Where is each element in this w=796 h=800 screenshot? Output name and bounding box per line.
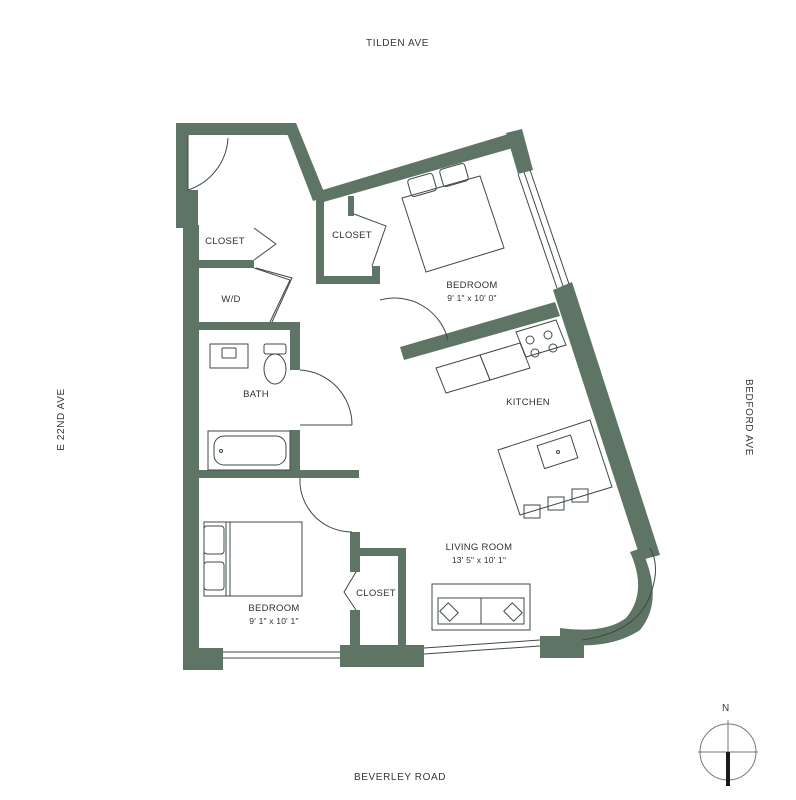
room-name: KITCHEN <box>506 397 550 408</box>
street-south-label: BEVERLEY ROAD <box>354 772 447 783</box>
room-label-wd: W/D <box>221 294 240 306</box>
room-dims: 9' 1" x 10' 0" <box>447 293 497 303</box>
compass <box>698 720 758 786</box>
doors <box>187 135 449 611</box>
room-label-bedroom1: BEDROOM 9' 1" x 10' 0" <box>446 280 497 304</box>
room-label-bath: BATH <box>243 389 269 401</box>
room-name: BATH <box>243 389 269 400</box>
street-east-label: BEDFORD AVE <box>743 379 754 456</box>
room-name: CLOSET <box>332 230 372 241</box>
room-dims: 9' 1" x 10' 1" <box>249 616 299 626</box>
room-dims: 13' 5" x 10' 1" <box>451 555 507 565</box>
room-name: LIVING ROOM <box>445 542 513 553</box>
room-name: BEDROOM <box>248 603 300 614</box>
room-name: CLOSET <box>205 236 245 247</box>
room-name: BEDROOM <box>446 280 498 291</box>
room-label-bedroom2: BEDROOM 9' 1" x 10' 1" <box>248 603 299 627</box>
street-north-label: TILDEN AVE <box>366 38 430 49</box>
windows <box>223 169 656 659</box>
street-west-label: E 22ND AVE <box>55 388 67 451</box>
room-label-kitchen: KITCHEN <box>506 397 550 409</box>
fixtures <box>203 162 613 631</box>
room-label-closet-bedroom2: CLOSET <box>356 588 396 600</box>
compass-north-label: N <box>722 703 730 714</box>
room-label-living: LIVING ROOM 13' 5" x 10' 1" <box>446 542 513 566</box>
compass-needle-icon <box>726 752 730 786</box>
room-label-closet-bedroom1: CLOSET <box>332 230 372 242</box>
room-name: W/D <box>221 294 241 305</box>
walls <box>176 123 660 670</box>
room-label-closet-entry: CLOSET <box>205 236 245 248</box>
room-name: CLOSET <box>356 588 396 599</box>
